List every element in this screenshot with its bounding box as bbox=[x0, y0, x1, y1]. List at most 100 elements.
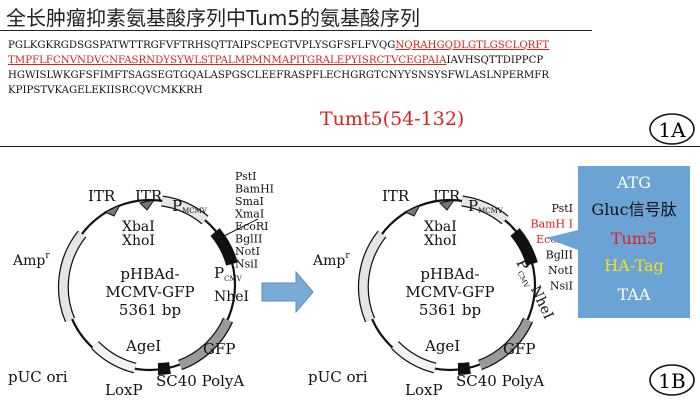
gfp-gene-right bbox=[478, 318, 532, 369]
title-rule bbox=[0, 30, 592, 31]
sequence-line-4: KPIPSTVKAGELEKIISRCQVCMKKRH bbox=[8, 85, 203, 96]
itr-right-arrow bbox=[438, 199, 456, 211]
sequence-line-2-post: IAVHSQTTDIPPCP bbox=[446, 55, 544, 66]
panel-b-badge-circle bbox=[649, 364, 695, 396]
loxp-left-label: LoxP bbox=[105, 381, 143, 399]
restriction-site-right: NsiI bbox=[550, 280, 573, 293]
itr-left-arrow bbox=[138, 199, 156, 211]
itr-right-1: ITR bbox=[382, 187, 410, 205]
panel-divider bbox=[0, 146, 700, 147]
pcmv-left-main: P bbox=[214, 264, 224, 282]
itr-right-2: ITR bbox=[433, 187, 461, 205]
amp-right-main: Amp bbox=[312, 253, 345, 269]
pcmv-right-sub: CMV bbox=[516, 270, 531, 290]
insert-item: Gluc信号肽 bbox=[591, 200, 676, 219]
itr-left-2: ITR bbox=[135, 187, 163, 205]
amino-acid-sequence: PGLKGKRGDSGSPATWTTRGFVFTRHSQTTAIPSCPEGTV… bbox=[8, 38, 698, 98]
amp-left-sup: r bbox=[45, 251, 50, 261]
gfp-gene-left bbox=[178, 318, 232, 369]
amp-gene-right bbox=[359, 231, 386, 322]
amp-right-label: Ampr bbox=[312, 251, 350, 269]
panel-a-badge: 1A bbox=[658, 118, 686, 142]
pcmv-right bbox=[510, 228, 538, 266]
pmcmv-right-sub: MCMV bbox=[478, 207, 504, 215]
restriction-site-left: BglII bbox=[235, 233, 262, 246]
plasmid-right: ITR ITR PMCMV XbaI XhoI PCMV NheI Ampr p… bbox=[308, 187, 573, 399]
restriction-site-right: NotI bbox=[548, 264, 573, 277]
plasmid-left-size: 5361 bp bbox=[119, 301, 181, 319]
agei-left: AgeI bbox=[125, 337, 161, 355]
pcmv-left-sub: CMV bbox=[224, 275, 243, 283]
restriction-site-left: SmaI bbox=[235, 195, 264, 208]
restriction-site-left: NotI bbox=[235, 245, 260, 258]
xbai-left: XbaI bbox=[122, 219, 155, 235]
pcmv-left-label: PCMV bbox=[214, 264, 243, 283]
puc-left: pUC ori bbox=[8, 368, 68, 386]
pmcmv-left-sub: MCMV bbox=[182, 207, 208, 215]
insert-item: TAA bbox=[618, 285, 651, 304]
sc40-right: SC40 PolyA bbox=[456, 372, 544, 390]
xbai-right: XbaI bbox=[424, 219, 457, 235]
restriction-site-right: BamH I bbox=[530, 218, 573, 231]
pmcmv-left-label: PMCMV bbox=[172, 197, 208, 215]
panel-b-badge: 1B bbox=[658, 369, 685, 393]
amp-left-label: Ampr bbox=[12, 251, 50, 269]
itr-right-arrow-2 bbox=[403, 203, 422, 217]
loxp-right bbox=[457, 362, 471, 375]
puc-right: pUC ori bbox=[308, 368, 368, 386]
pmcmv-right-label: PMCMV bbox=[468, 197, 504, 215]
insert-item: HA-Tag bbox=[604, 256, 664, 275]
plasmid-right-size: 5361 bp bbox=[419, 301, 481, 319]
amp-right-sup: r bbox=[345, 251, 350, 261]
insert-pointer bbox=[546, 230, 578, 250]
plasmid-left-name-2: MCMV-GFP bbox=[105, 283, 194, 301]
pmcmv-right bbox=[461, 196, 508, 224]
restriction-site-left: PstI bbox=[235, 170, 257, 183]
gfp-left: GFP bbox=[203, 340, 235, 358]
restriction-site-left: XmaI bbox=[235, 208, 264, 221]
restriction-site-right: PstI bbox=[551, 202, 573, 215]
loxp-left bbox=[157, 362, 171, 375]
insert-item: ATG bbox=[616, 173, 651, 192]
tumt5-label: Tumt5(54-132) bbox=[320, 108, 465, 130]
loxp-right-label: LoxP bbox=[405, 381, 443, 399]
itr-left-arrow-2 bbox=[103, 203, 122, 217]
nhei-left: NheI bbox=[214, 289, 249, 305]
tum5-segment-end: TMPFLFCNVNDVCNFASRNDYSYWLSTPALMPMNMAPITG… bbox=[8, 55, 447, 66]
plasmid-diagram: ITR ITR PMCMV XbaI XhoI PCMV NheI Ampr p… bbox=[8, 166, 690, 399]
tum5-segment-start: NQRAHGQDLGTLGSCLQRFT bbox=[395, 40, 550, 51]
sites-left-pointer bbox=[221, 218, 259, 238]
sequence-line-1-pre: PGLKGKRGDSGSPATWTTRGFVFTRHSQTTAIPSCPEGTV… bbox=[8, 40, 396, 51]
plasmid-right-name-2: MCMV-GFP bbox=[405, 283, 494, 301]
figure-title: 全长肿瘤抑素氨基酸序列中Tum5的氨基酸序列 bbox=[6, 6, 421, 30]
sequence-line-1: PGLKGKRGDSGSPATWTTRGFVFTRHSQTTAIPSCPEGTV… bbox=[8, 38, 698, 53]
pmcmv-right-main: P bbox=[468, 197, 478, 215]
amp-left-main: Amp bbox=[12, 253, 45, 269]
plasmid-left-name-1: pHBAd- bbox=[120, 265, 179, 283]
restriction-site-left: NsiI bbox=[235, 258, 258, 271]
xhoi-left: XhoI bbox=[122, 233, 155, 249]
xhoi-right: XhoI bbox=[424, 233, 457, 249]
puc-ori-right bbox=[391, 341, 437, 373]
insert-box-bg bbox=[578, 166, 690, 318]
agei-right: AgeI bbox=[424, 337, 460, 355]
puc-ori-left bbox=[91, 341, 137, 373]
restriction-site-left: BamHI bbox=[235, 183, 274, 196]
sequence-line-2: TMPFLFCNVNDVCNFASRNDYSYWLSTPALMPMNMAPITG… bbox=[8, 53, 698, 68]
itr-left-1: ITR bbox=[88, 187, 116, 205]
plasmid-right-name-1: pHBAd- bbox=[420, 265, 479, 283]
amp-gene-left bbox=[59, 231, 86, 322]
pmcmv-left bbox=[161, 196, 208, 224]
pcmv-left bbox=[210, 228, 238, 266]
gfp-right: GFP bbox=[503, 340, 535, 358]
pmcmv-left-main: P bbox=[172, 197, 182, 215]
transfer-arrow bbox=[261, 270, 314, 314]
sequence-line-3: HGWISLWKGFSFIMFTSAGSEGTGQALASPGSCLEEFRAS… bbox=[8, 70, 550, 81]
plasmid-left: ITR ITR PMCMV XbaI XhoI PCMV NheI Ampr p… bbox=[8, 170, 274, 399]
restriction-site-right: BglII bbox=[546, 249, 573, 262]
restriction-site-left: EcoRI bbox=[235, 220, 268, 233]
